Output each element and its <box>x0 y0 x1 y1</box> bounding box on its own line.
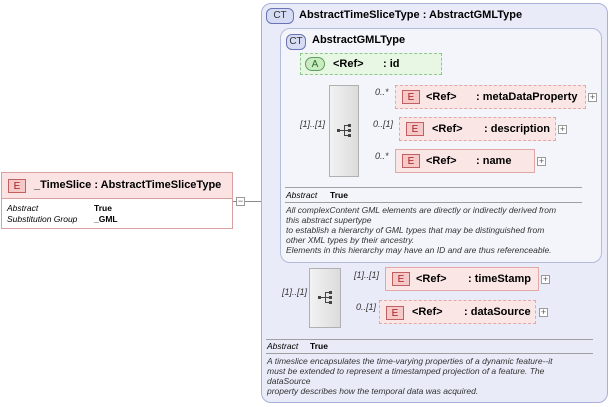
inner-doc-line: Elements in this hierarchy may have an I… <box>286 245 552 255</box>
inner-type-title: AbstractGMLType <box>312 34 406 46</box>
outer-doc-line: A timeslice encapsulates the time-varyin… <box>267 356 553 366</box>
datasource-element[interactable]: E <Ref> : dataSource <box>379 300 536 324</box>
datasource-occurrence: 0..[1] <box>356 302 377 312</box>
complex-type-badge: CT <box>266 8 294 24</box>
description-occurrence: 0..[1] <box>373 119 394 129</box>
root-prop-value-1: _GML <box>94 214 118 224</box>
outer-divider-2 <box>266 353 593 354</box>
outer-doc-line: property describes how the temporal data… <box>267 386 479 396</box>
outer-type-title: AbstractTimeSliceType : AbstractGMLType <box>299 9 523 21</box>
root-element-label: _TimeSlice : AbstractTimeSliceType <box>34 179 222 191</box>
datasource-expand-toggle[interactable]: + <box>539 307 548 317</box>
inner-divider-2 <box>285 202 582 203</box>
metadata-property-element[interactable]: E <Ref> : metaDataProperty <box>395 85 586 109</box>
timestamp-occurrence: [1]..[1] <box>354 270 380 280</box>
element-badge: E <box>406 122 424 136</box>
description-element[interactable]: E <Ref> : description <box>399 117 556 141</box>
element-name: : timeStamp <box>468 273 531 285</box>
inner-doc-line: other XML types by their ancestry. <box>286 235 415 245</box>
element-badge: E <box>392 272 410 286</box>
inner-doc-line: to establish a hierarchy of GML types th… <box>286 225 545 235</box>
element-name: : name <box>476 155 512 167</box>
inner-abstract-value: True <box>330 190 348 200</box>
inner-doc-line: All complexContent GML elements are dire… <box>286 205 557 215</box>
name-occurrence: 0..* <box>375 151 389 161</box>
element-badge: E <box>402 90 420 104</box>
outer-sequence-compositor[interactable] <box>309 268 341 328</box>
element-ref: <Ref> <box>412 306 443 318</box>
root-prop-key-1: Substitution Group <box>7 214 78 224</box>
root-element-header: E _TimeSlice : AbstractTimeSliceType <box>2 173 232 199</box>
element-name: : dataSource <box>464 306 531 318</box>
element-badge: E <box>386 306 404 320</box>
metadata-expand-toggle[interactable]: + <box>588 92 597 102</box>
sequence-icon <box>337 124 353 138</box>
element-name: : description <box>484 123 551 135</box>
element-name: : metaDataProperty <box>476 91 578 103</box>
connector-root-to-outer <box>232 201 262 202</box>
root-prop-key-0: Abstract <box>7 203 39 213</box>
attribute-badge: A <box>305 57 325 71</box>
timestamp-element[interactable]: E <Ref> : timeStamp <box>385 267 539 291</box>
attribute-id-box[interactable]: A <Ref> : id <box>300 53 442 75</box>
outer-doc-line: dataSource <box>267 376 311 386</box>
element-ref: <Ref> <box>426 155 457 167</box>
outer-abstract-value: True <box>310 341 328 351</box>
inner-divider <box>285 187 582 188</box>
inner-sequence-compositor[interactable] <box>329 85 359 177</box>
outer-divider <box>266 339 593 340</box>
complex-type-badge: CT <box>286 34 306 50</box>
inner-seq-occurrence: [1]..[1] <box>300 119 326 129</box>
root-collapse-toggle[interactable]: − <box>236 196 245 206</box>
sequence-icon <box>318 291 334 305</box>
inner-abstract-key: Abstract <box>286 190 318 200</box>
element-ref: <Ref> <box>416 273 447 285</box>
outer-seq-occurrence: [1]..[1] <box>282 287 308 297</box>
element-ref: <Ref> <box>432 123 463 135</box>
element-badge: E <box>8 179 26 193</box>
outer-documentation: A timeslice encapsulates the time-varyin… <box>267 356 597 396</box>
root-prop-value-0: True <box>94 203 112 213</box>
name-element[interactable]: E <Ref> : name <box>395 149 535 173</box>
outer-abstract-key: Abstract <box>267 341 299 351</box>
name-expand-toggle[interactable]: + <box>537 156 546 166</box>
attribute-name: : id <box>383 58 400 70</box>
inner-documentation: All complexContent GML elements are dire… <box>286 205 598 255</box>
outer-doc-line: must be extended to represent a timestam… <box>267 366 545 376</box>
inner-doc-line: this abstract supertype <box>286 215 372 225</box>
description-expand-toggle[interactable]: + <box>558 124 567 134</box>
timestamp-expand-toggle[interactable]: + <box>541 274 550 284</box>
element-ref: <Ref> <box>426 91 457 103</box>
element-badge: E <box>402 154 420 168</box>
root-element-box[interactable]: E _TimeSlice : AbstractTimeSliceType Abs… <box>1 172 233 229</box>
attribute-ref: <Ref> <box>333 58 364 70</box>
metadata-occurrence: 0..* <box>375 87 389 97</box>
